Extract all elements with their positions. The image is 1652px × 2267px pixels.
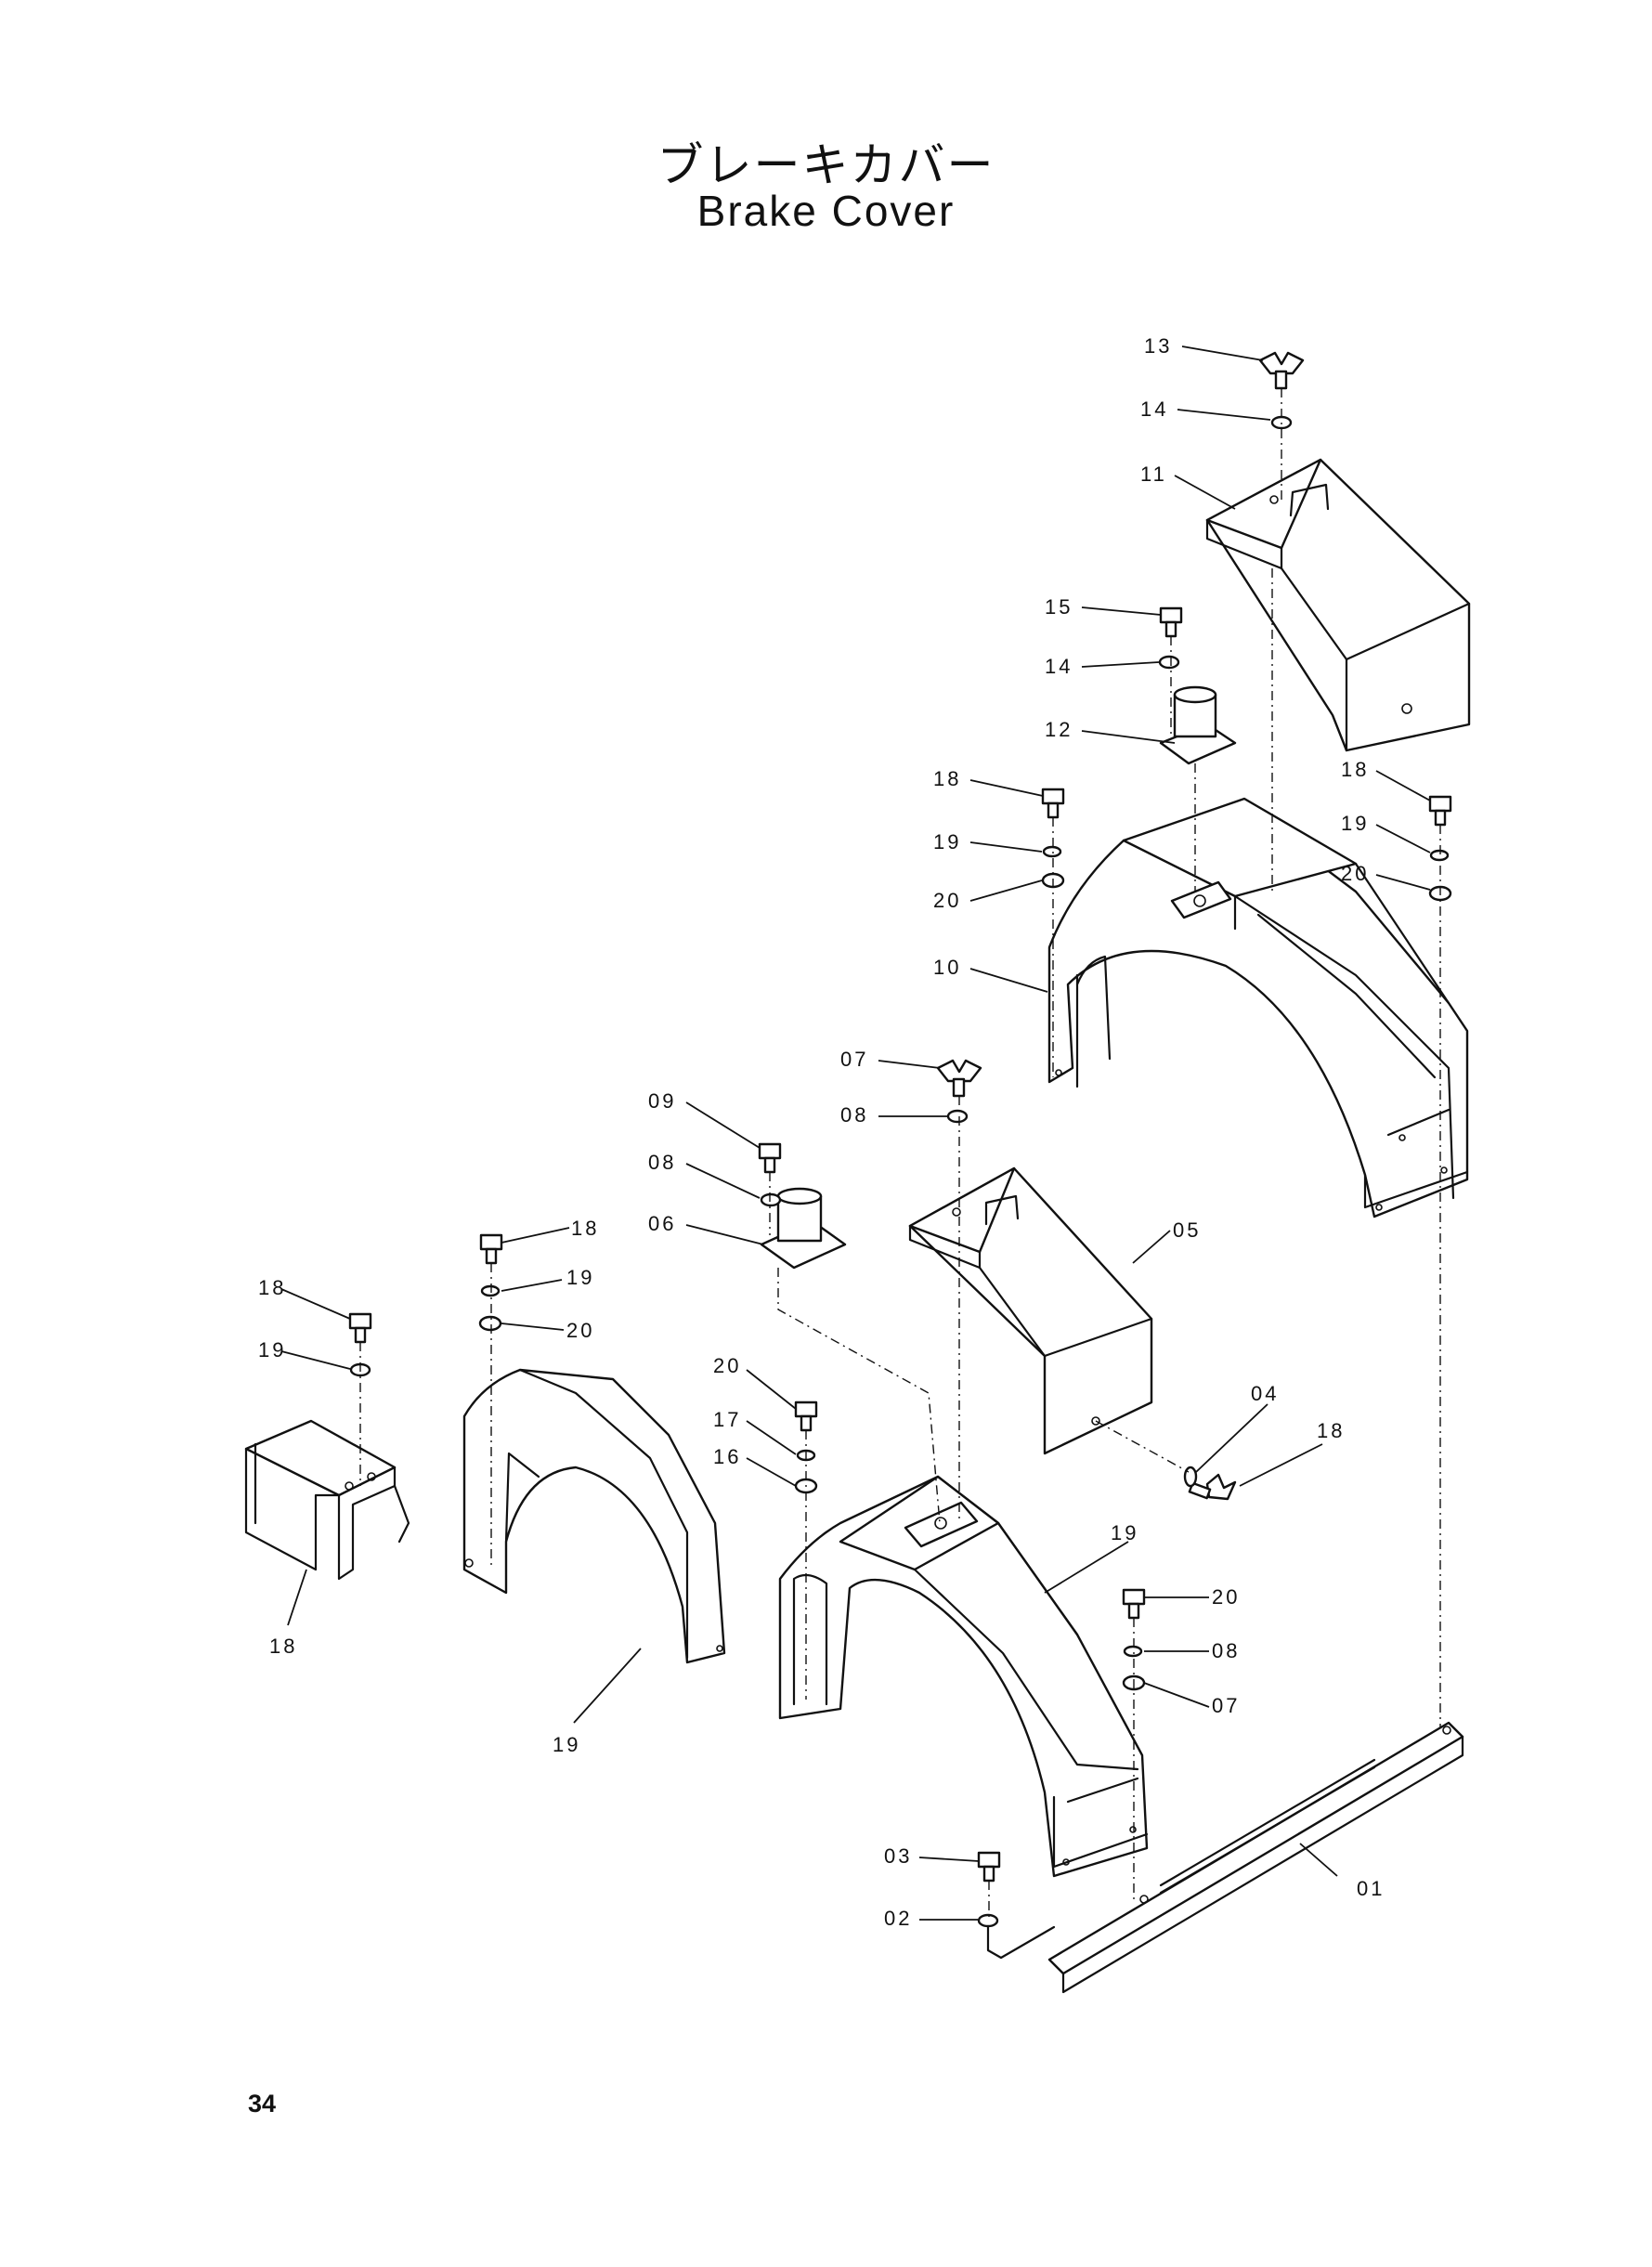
part-12-rubber-stop [1159,685,1237,765]
callout-20b: 20 [1341,862,1369,885]
callout-18b: 18 [1341,758,1369,781]
callout-04: 19 [1111,1521,1138,1544]
callout-12: 12 [1045,718,1073,741]
callout-14b: 14 [1045,655,1073,678]
bolt-18-d [348,1312,372,1344]
part-10-rear-fender [1047,797,1469,1218]
bolt-15 [1159,606,1183,638]
title-japanese: ブレーキカバー [657,138,995,192]
callout-19f: 08 [1212,1639,1240,1662]
bolt-03 [977,1851,1001,1883]
callout-14: 14 [1140,397,1168,421]
bolt-18-a [1041,788,1065,819]
callout-11: 11 [1140,463,1167,486]
callout-numbers: 13 14 11 15 14 12 18 19 20 10 18 19 20 0… [258,334,1385,1930]
callout-18c: 18 [571,1217,599,1240]
callout-10: 10 [933,956,961,979]
page-number: 34 [248,2090,277,2117]
callout-19e: 17 [713,1408,741,1431]
callout-18d: 18 [258,1276,286,1299]
bolt-18-c [479,1233,503,1265]
title-english: Brake Cover [696,187,956,235]
callout-07a: 07 [840,1048,868,1071]
callout-08c: 04 [1251,1382,1279,1405]
callout-02: 02 [884,1907,912,1930]
callout-17: 18 [269,1635,297,1658]
wing-nut-07-top [936,1059,982,1098]
callout-03: 03 [884,1844,912,1868]
bolt-18-f [1122,1588,1146,1620]
callout-18a: 18 [933,767,961,790]
part-06-rubber-stop [760,1187,847,1270]
leader-lines [280,345,1431,1921]
callout-19d: 19 [258,1338,286,1362]
part-01-base-rail [1047,1721,1464,1994]
callout-16: 19 [553,1733,580,1756]
wing-nut-07-side [1188,1473,1237,1501]
assembly-axes [359,388,1441,1960]
bolt-09 [758,1142,782,1174]
part-04-front-fender [778,1475,1149,1878]
wing-nut-13 [1258,351,1305,390]
part-11-upper-cover [1205,458,1471,752]
callout-15: 15 [1045,595,1073,619]
part-17-bracket [244,1419,410,1581]
part-05-middle-cover [908,1166,1153,1455]
callout-19b: 19 [1341,812,1369,835]
callout-19a: 19 [933,830,961,853]
callout-07b: 18 [1317,1419,1345,1442]
callout-18f: 20 [1212,1585,1240,1609]
callout-20e: 16 [713,1445,741,1468]
callout-08b: 08 [648,1151,676,1174]
bolt-18-b [1428,795,1452,827]
callout-18e: 20 [713,1354,741,1377]
callout-01: 01 [1357,1877,1385,1900]
part-16-arched-cover [462,1368,726,1664]
bolt-18-e [794,1401,818,1432]
callout-13: 13 [1144,334,1172,358]
callout-05: 05 [1173,1218,1201,1242]
callout-06: 06 [648,1212,676,1235]
callout-20a: 20 [933,889,961,912]
callout-20f: 07 [1212,1694,1240,1717]
callout-09: 09 [648,1089,676,1113]
callout-19c: 19 [566,1266,594,1289]
callout-08a: 08 [840,1103,868,1127]
callout-20c: 20 [566,1319,594,1342]
